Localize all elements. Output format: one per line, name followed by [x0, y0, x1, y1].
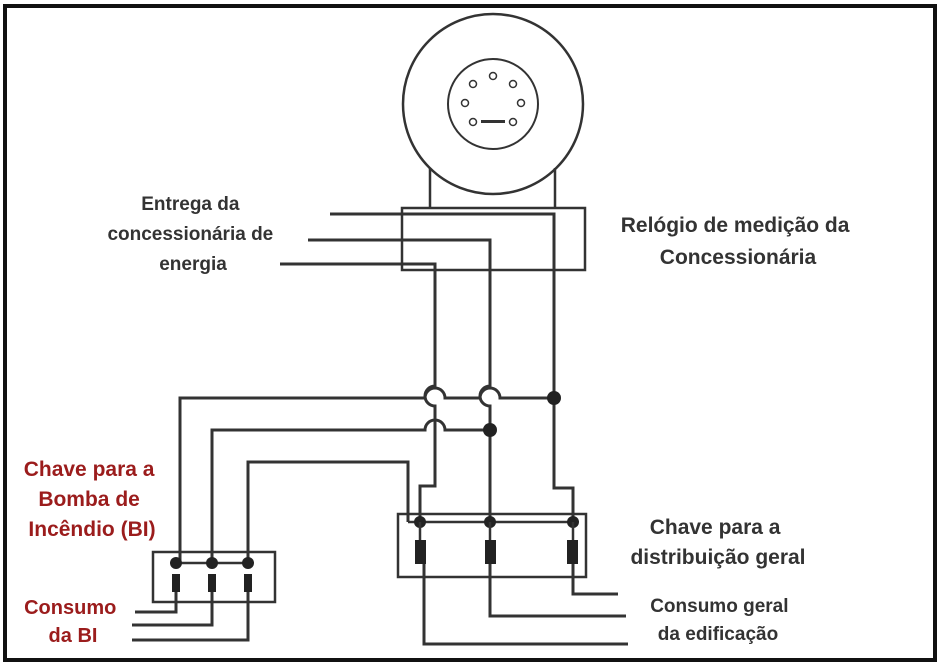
label-chave-bi-line-1: Chave para a [24, 458, 155, 481]
bi-output-wire-2 [132, 592, 214, 627]
label-chave-bi: Chave para a Bomba de Incêndio (BI) [24, 458, 161, 541]
label-chave-geral-line-2: distribuição geral [630, 546, 805, 569]
bi-output-wire-3 [132, 592, 250, 642]
supply-wire-3 [280, 262, 437, 522]
bi-output-wire-1 [135, 592, 178, 614]
label-chave-geral: Chave para a distribuição geral [630, 516, 805, 569]
label-relogio-line-2: Concessionária [660, 246, 817, 269]
bi-branch-wire-3 [246, 460, 410, 563]
label-consumo-geral-line-1: Consumo geral [650, 596, 788, 617]
general-output-wire-3 [422, 564, 628, 646]
bi-branch-wire-2 [210, 418, 490, 563]
label-consumo-geral: Consumo geral da edificação [650, 596, 794, 645]
general-output-wire-1 [571, 564, 618, 596]
label-chave-bi-line-3: Incêndio (BI) [28, 518, 155, 541]
label-relogio: Relógio de medição da Concessionária [621, 214, 856, 269]
label-consumo-bi-line-2: da BI [49, 625, 98, 647]
bi-switch [151, 550, 277, 604]
label-entrega-line-3: energia [159, 254, 227, 275]
meter-dial-needle [481, 120, 505, 123]
outer-frame [3, 4, 937, 662]
label-chave-geral-line-1: Chave para a [650, 516, 781, 539]
label-entrega: Entrega da concessionária de energia [107, 194, 278, 275]
label-chave-bi-line-2: Bomba de [38, 488, 140, 511]
label-consumo-bi: Consumo da BI [24, 597, 122, 647]
junction-dot [547, 391, 561, 405]
supply-wire-1 [330, 212, 575, 522]
label-relogio-line-1: Relógio de medição da [621, 214, 850, 237]
label-consumo-bi-line-1: Consumo [24, 597, 116, 619]
general-distribution-switch [396, 512, 588, 579]
junction-dot [483, 423, 497, 437]
meter-dial-pins [460, 71, 526, 127]
supply-wire-2 [308, 238, 492, 522]
label-entrega-line-2: concessionária de [107, 224, 273, 245]
meter-dial [401, 12, 585, 196]
label-entrega-line-1: Entrega da [141, 194, 240, 215]
general-output-wire-2 [488, 564, 626, 618]
bi-branch-wire-1 [178, 386, 554, 563]
label-consumo-geral-line-2: da edificação [658, 624, 778, 645]
